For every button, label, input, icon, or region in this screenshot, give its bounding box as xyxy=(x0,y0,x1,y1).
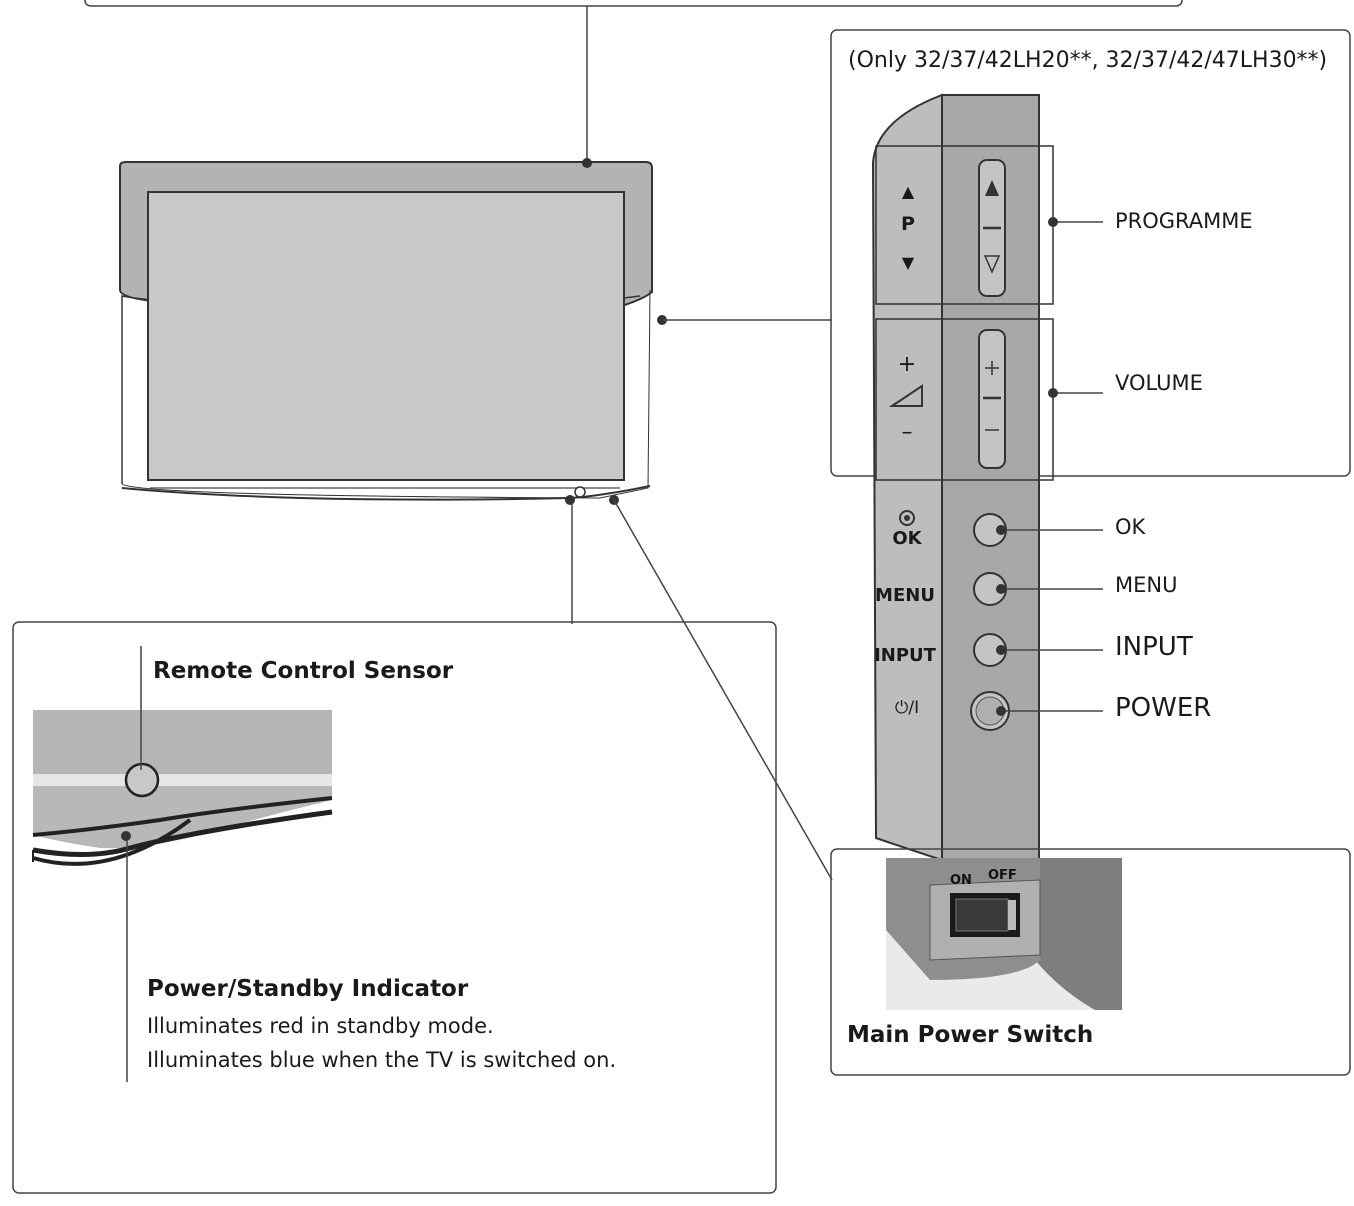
menu-panel-label: MENU xyxy=(875,585,935,606)
programme-label-p: P xyxy=(901,213,915,235)
switch-box xyxy=(830,848,1351,1076)
power-callout-label: POWER xyxy=(1115,693,1212,723)
programme-up-arrow: ▲ xyxy=(901,182,915,201)
power-symbol-label: ⏻/I xyxy=(894,698,920,718)
volume-callout xyxy=(1048,388,1103,398)
menu-callout-label: MENU xyxy=(1115,573,1178,597)
input-callout xyxy=(996,645,1103,655)
volume-group-box xyxy=(875,318,1054,481)
remote-sensor-title: Remote Control Sensor xyxy=(153,658,454,684)
sensor-detail-illustration xyxy=(32,710,333,866)
volume-rocker xyxy=(978,329,1006,469)
programme-down-arrow: ▼ xyxy=(901,253,915,272)
volume-icon xyxy=(888,384,923,407)
power-button-drawing xyxy=(970,691,1010,731)
sensor-detail-circle xyxy=(124,762,160,798)
input-callout-label: INPUT xyxy=(1115,632,1193,662)
indicator-line-1: Illuminates red in standby mode. xyxy=(147,1014,494,1038)
model-note: (Only 32/37/42LH20**, 32/37/42/47LH30**) xyxy=(848,48,1328,73)
volume-minus: – xyxy=(901,420,913,445)
switch-leader xyxy=(613,499,833,881)
indicator-title: Power/Standby Indicator xyxy=(147,976,469,1002)
indicator-detail-dot xyxy=(121,831,131,841)
top-dot xyxy=(582,158,592,168)
volume-plus: + xyxy=(897,352,917,377)
tv-sensor-mark xyxy=(574,486,586,498)
input-panel-label: INPUT xyxy=(874,645,936,666)
switch-off-label: OFF xyxy=(988,868,1017,883)
main-power-switch-photo xyxy=(886,858,1122,1010)
tv-bottom-edge xyxy=(121,485,651,501)
switch-on-label: ON xyxy=(950,873,972,888)
ok-indicator-icon xyxy=(899,510,915,526)
programme-rocker xyxy=(978,159,1006,297)
tv-screen xyxy=(147,191,625,481)
side-panel-drawing xyxy=(871,93,1040,862)
indicator-dot xyxy=(565,495,575,505)
volume-callout-label: VOLUME xyxy=(1115,371,1203,395)
top-frame-border xyxy=(84,0,1183,7)
ok-callout xyxy=(996,525,1103,535)
control-panel-box xyxy=(830,29,1351,477)
ok-panel-label: OK xyxy=(892,528,922,549)
programme-callout xyxy=(1048,217,1103,227)
ok-callout-label: OK xyxy=(1115,515,1146,539)
programme-callout-label: PROGRAMME xyxy=(1115,209,1253,233)
power-callout xyxy=(996,706,1103,716)
main-power-switch-caption: Main Power Switch xyxy=(847,1022,1094,1048)
sensor-box xyxy=(12,621,777,1194)
menu-callout xyxy=(996,584,1103,594)
indicator-line-2: Illuminates blue when the TV is switched… xyxy=(147,1048,617,1072)
